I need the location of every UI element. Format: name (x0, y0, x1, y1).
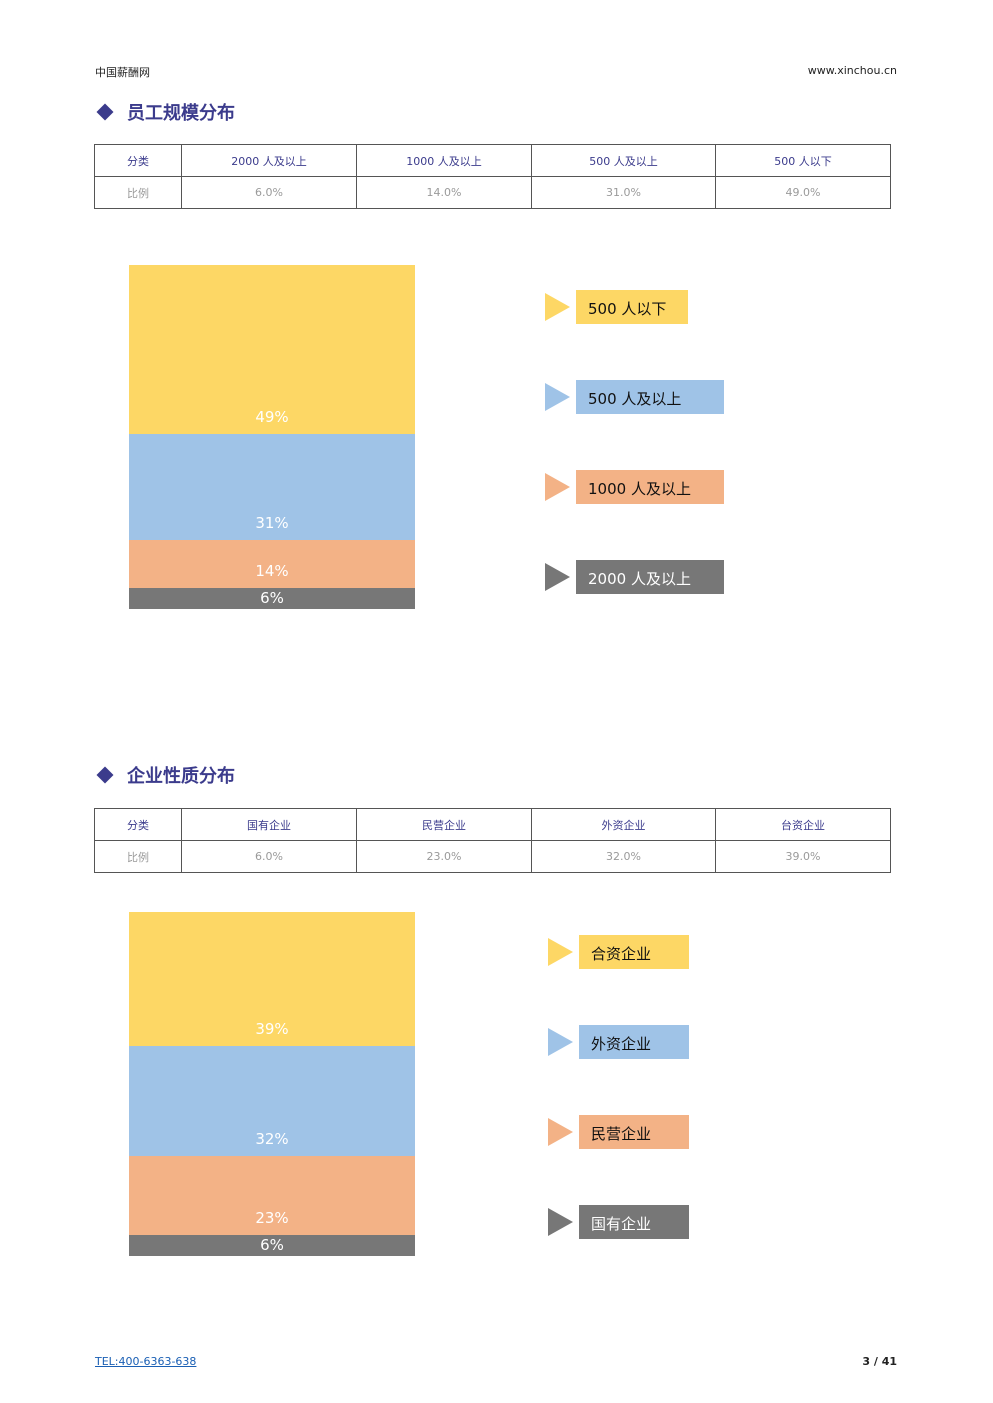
diamond-bullet-icon (96, 766, 114, 784)
legend-label: 国有企业 (579, 1205, 689, 1239)
legend-arrow-icon (545, 293, 570, 321)
table-header-cell: 分类 (94, 144, 182, 177)
table-header-cell: 500 人以下 (715, 144, 891, 177)
legend-arrow-icon (545, 473, 570, 501)
brand-name: 中国薪酬网 (95, 66, 150, 79)
bar-segment-1 (129, 1156, 415, 1236)
bar-segment-2 (129, 433, 415, 541)
table-header-cell: 外资企业 (531, 808, 716, 841)
table-cell: 31.0% (531, 176, 716, 209)
site-url[interactable]: www.xinchou.cn (807, 64, 897, 77)
bar-segment-label: 6% (260, 1236, 284, 1254)
legend-arrow-icon (545, 563, 570, 591)
enterprise-type-stacked-bar: 6% 23% 32% 39% (129, 912, 415, 1256)
legend-label: 外资企业 (579, 1025, 689, 1059)
table-cell: 比例 (94, 840, 182, 873)
table-header-row: 分类 2000 人及以上 1000 人及以上 500 人及以上 500 人以下 (94, 144, 891, 177)
table-header-cell: 国有企业 (181, 808, 357, 841)
table-cell: 32.0% (531, 840, 716, 873)
legend-label: 500 人及以上 (576, 380, 724, 414)
bar-segment-label: 23% (255, 1209, 289, 1228)
legend-label: 1000 人及以上 (576, 470, 724, 504)
legend-arrow-icon (548, 1118, 573, 1146)
employee-scale-stacked-bar: 6% 14% 31% 49% (129, 265, 415, 609)
legend-label: 2000 人及以上 (576, 560, 724, 594)
legend-arrow-icon (548, 1028, 573, 1056)
bar-segment-label: 39% (255, 1020, 289, 1039)
section-title-enterprise-type: 企业性质分布 (96, 762, 235, 788)
table-cell: 比例 (94, 176, 182, 209)
table-cell: 23.0% (356, 840, 532, 873)
bar-segment-label: 14% (255, 562, 289, 581)
table-row: 比例 6.0% 23.0% 32.0% 39.0% (94, 840, 891, 873)
table-cell: 6.0% (181, 176, 357, 209)
footer-tel-link[interactable]: TEL:400-6363-638 (95, 1355, 197, 1368)
section-title-text: 企业性质分布 (127, 766, 235, 787)
table-header-cell: 2000 人及以上 (181, 144, 357, 177)
bar-segment-label: 32% (255, 1130, 289, 1149)
legend-arrow-icon (548, 1208, 573, 1236)
table-header-row: 分类 国有企业 民营企业 外资企业 台资企业 (94, 808, 891, 841)
section-title-employee-scale: 员工规模分布 (96, 99, 235, 125)
bar-segment-2 (129, 1046, 415, 1157)
table-row: 比例 6.0% 14.0% 31.0% 49.0% (94, 176, 891, 209)
diamond-bullet-icon (96, 103, 114, 121)
table-cell: 49.0% (715, 176, 891, 209)
legend-label: 合资企业 (579, 935, 689, 969)
page-number: 3 / 41 (862, 1355, 897, 1368)
bar-segment-3 (129, 912, 415, 1047)
bar-segment-label: 49% (255, 407, 289, 426)
bar-segment-0 (129, 1235, 415, 1256)
table-header-cell: 分类 (94, 808, 182, 841)
table-header-cell: 民营企业 (356, 808, 532, 841)
legend-label: 500 人以下 (576, 290, 688, 324)
table-cell: 6.0% (181, 840, 357, 873)
enterprise-type-table: 分类 国有企业 民营企业 外资企业 台资企业 比例 6.0% 23.0% 32.… (94, 808, 891, 873)
employee-scale-table: 分类 2000 人及以上 1000 人及以上 500 人及以上 500 人以下 … (94, 144, 891, 209)
legend-label: 民营企业 (579, 1115, 689, 1149)
table-cell: 14.0% (356, 176, 532, 209)
bar-segment-3 (129, 265, 415, 434)
table-header-cell: 1000 人及以上 (356, 144, 532, 177)
section-title-text: 员工规模分布 (127, 103, 235, 124)
table-header-cell: 500 人及以上 (531, 144, 716, 177)
legend-arrow-icon (548, 938, 573, 966)
bar-segment-1 (129, 540, 415, 589)
table-header-cell: 台资企业 (715, 808, 891, 841)
table-cell: 39.0% (715, 840, 891, 873)
bar-segment-label: 31% (255, 514, 289, 533)
legend-arrow-icon (545, 383, 570, 411)
bar-segment-0 (129, 588, 415, 609)
bar-segment-label: 6% (260, 589, 284, 607)
